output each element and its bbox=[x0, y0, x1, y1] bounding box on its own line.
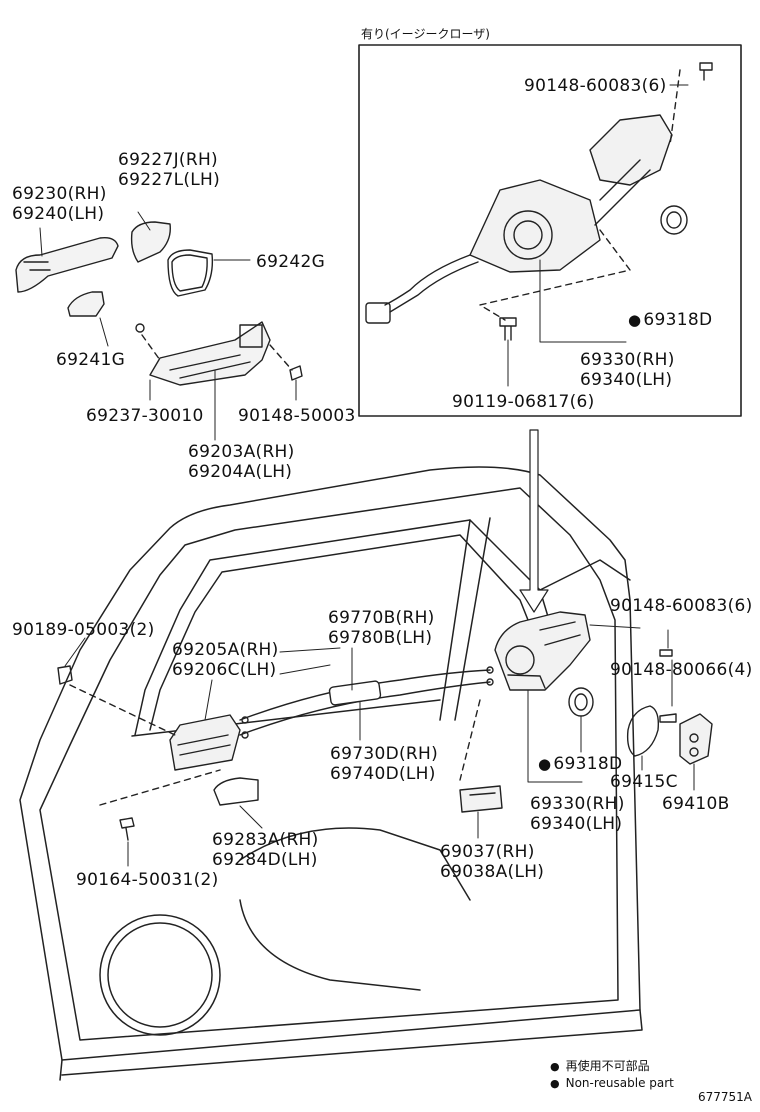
part-label-line: 69780B(LH) bbox=[328, 628, 433, 648]
part-label-line: 69340(LH) bbox=[530, 814, 623, 834]
legend-row-en: ● Non-reusable part bbox=[550, 1075, 674, 1092]
part-label-line: 69203A(RH) bbox=[188, 442, 295, 462]
part-label-90148-80066: 90148-80066(4) bbox=[610, 660, 753, 680]
part-label-line: 69037(RH) bbox=[440, 842, 535, 862]
part-label-69283A: 69283A(RH) 69284D(LH) bbox=[212, 830, 319, 870]
inset-option-label: 有り(イージークローザ) bbox=[361, 27, 490, 41]
legend-text-en: Non-reusable part bbox=[565, 1076, 674, 1090]
part-label-69415C: 69415C bbox=[610, 772, 678, 792]
part-label-69203A: 69203A(RH) 69204A(LH) bbox=[188, 442, 295, 482]
inset-lock-assembly bbox=[365, 62, 713, 324]
part-label-line: 69038A(LH) bbox=[440, 862, 545, 882]
inset-dashed-guides bbox=[479, 69, 681, 321]
handle-frame-assembly bbox=[135, 321, 303, 386]
inside-handle-and-cables bbox=[169, 666, 494, 771]
legend-row-jp: ● 再使用不可部品 bbox=[550, 1058, 674, 1075]
callout-arrow bbox=[519, 429, 549, 613]
bullet-icon: ● bbox=[550, 1077, 560, 1090]
part-label-69410B: 69410B bbox=[662, 794, 730, 814]
part-label-line: 69230(RH) bbox=[12, 184, 107, 204]
part-label-69330-top: 69330(RH) 69340(LH) bbox=[580, 350, 675, 390]
clip-90189-icon bbox=[57, 665, 73, 685]
part-label-69205A: 69205A(RH) 69206C(LH) bbox=[172, 640, 279, 680]
part-label-line: 69284D(LH) bbox=[212, 850, 318, 870]
part-label-line: 69227L(LH) bbox=[118, 170, 221, 190]
part-label-90119-06817: 90119-06817(6) bbox=[452, 392, 595, 412]
part-label-69242G: 69242G bbox=[256, 252, 326, 272]
screw-90164-icon bbox=[119, 817, 135, 841]
part-label-69241G: 69241G bbox=[56, 350, 126, 370]
part-label-69037: 69037(RH) 69038A(LH) bbox=[440, 842, 544, 882]
part-label-69227: 69227J(RH) 69227L(LH) bbox=[118, 150, 220, 190]
part-label-69770B: 69770B(RH) 69780B(LH) bbox=[328, 608, 435, 648]
part-label-90164-50031: 90164-50031(2) bbox=[76, 870, 219, 890]
diagram-id: 677751A bbox=[698, 1090, 753, 1104]
part-label-90148-60083-top: 90148-60083(6) bbox=[524, 76, 667, 96]
legend-text-jp: 再使用不可部品 bbox=[565, 1059, 650, 1073]
part-label-69330-bottom: 69330(RH) 69340(LH) bbox=[530, 794, 625, 834]
part-label-line: 69204A(LH) bbox=[188, 462, 293, 482]
bolt-90119-06817-icon bbox=[499, 317, 517, 341]
door-lock-washer bbox=[568, 687, 594, 717]
part-label-line: 69330(RH) bbox=[530, 794, 625, 814]
striker-parts bbox=[626, 649, 713, 765]
outside-handle-parts bbox=[15, 221, 214, 317]
part-label-line: 69205A(RH) bbox=[172, 640, 279, 660]
door-lock-main bbox=[494, 611, 591, 691]
part-label-69230: 69230(RH) 69240(LH) bbox=[12, 184, 107, 224]
part-label-69318D-top: 69318D bbox=[628, 310, 712, 330]
part-label-69730D: 69730D(RH) 69740D(LH) bbox=[330, 744, 438, 784]
part-label-line: 69283A(RH) bbox=[212, 830, 319, 850]
part-label-line: 69340(LH) bbox=[580, 370, 673, 390]
part-label-line: 69206C(LH) bbox=[172, 660, 277, 680]
part-label-line: 69740D(LH) bbox=[330, 764, 436, 784]
part-label-line: 69240(LH) bbox=[12, 204, 105, 224]
part-label-line: 69330(RH) bbox=[580, 350, 675, 370]
easy-closer-inset-frame bbox=[358, 44, 742, 417]
handle-dashed-guides bbox=[141, 334, 293, 371]
part-label-line: 69770B(RH) bbox=[328, 608, 435, 628]
part-label-90189-05003: 90189-05003(2) bbox=[12, 620, 155, 640]
part-label-90148-60083-right: 90148-60083(6) bbox=[610, 596, 753, 616]
part-label-69237-30010: 69237-30010 bbox=[86, 406, 204, 426]
part-label-line: 69730D(RH) bbox=[330, 744, 439, 764]
part-label-90148-50003: 90148-50003 bbox=[238, 406, 356, 426]
inside-handle-cover bbox=[213, 777, 259, 806]
leader-lines bbox=[39, 84, 695, 867]
bullet-icon: ● bbox=[550, 1060, 560, 1073]
legend: ● 再使用不可部品 ● Non-reusable part bbox=[550, 1058, 674, 1092]
lower-dashed-guides bbox=[69, 684, 481, 806]
rear-door-outline bbox=[19, 466, 643, 1081]
part-label-69318D-bottom: 69318D bbox=[538, 754, 622, 774]
part-label-line: 69227J(RH) bbox=[118, 150, 218, 170]
control-rod-link bbox=[459, 785, 503, 813]
